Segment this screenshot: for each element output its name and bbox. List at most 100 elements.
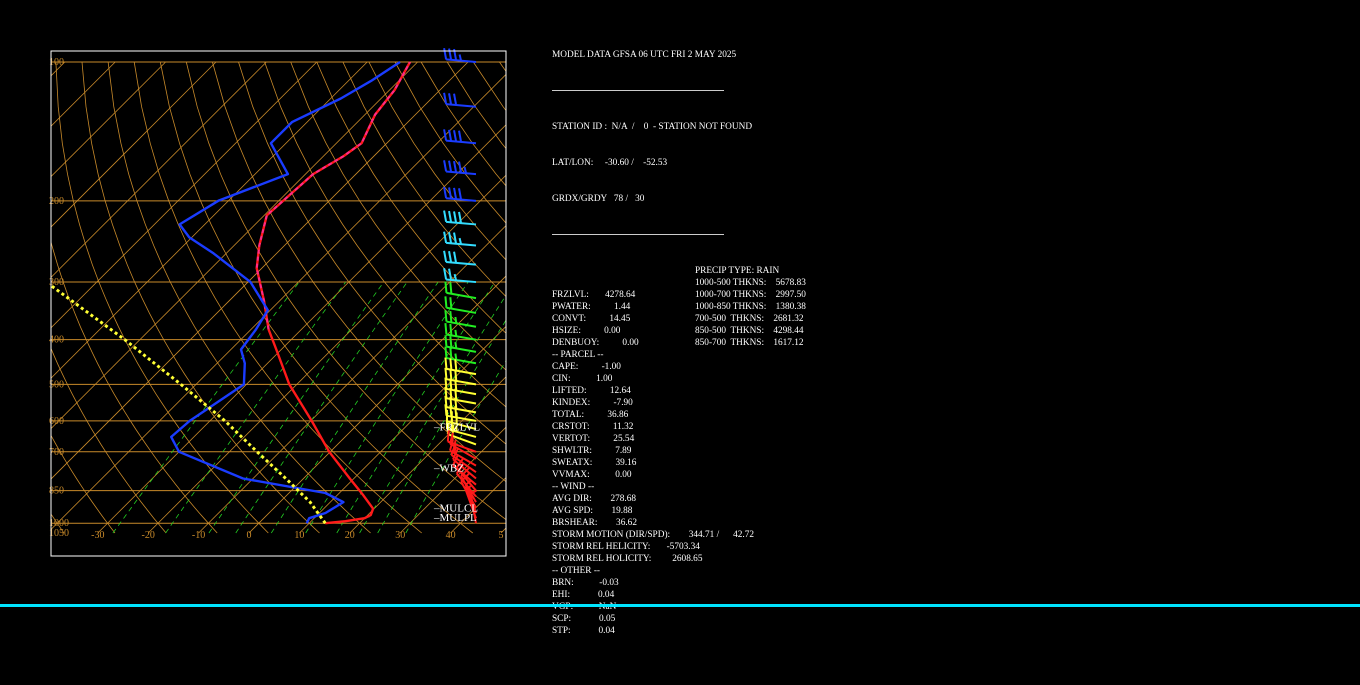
barb-flag [450,282,451,293]
isotherm-line [98,62,560,533]
index-row: AVG SPD: 19.88 [552,505,754,517]
station-id: STATION ID : N/A / 0 - STATION NOT FOUND [552,121,754,133]
mixing-ratio-line [271,282,438,533]
barb-flag [454,252,456,263]
thickness-row: 1000-850 THKNS: 1380.38 [695,301,806,313]
barb-flag [450,311,451,322]
sounding-trace-0 [257,62,410,523]
index-row: EHI: 0.04 [552,589,754,601]
barb-flag [449,49,451,60]
barb-flag [449,187,451,198]
index-row: LIFTED: 12.64 [552,385,754,397]
temperature-tick-label: 0 [247,530,252,541]
index-row: -- OTHER -- [552,565,754,577]
isotherm-line [0,62,115,533]
temperature-tick-label: 30 [395,530,405,541]
isotherm-line [0,62,266,533]
thickness-row: 850-700 THKNS: 1617.12 [695,337,806,349]
barb-flag [445,358,446,369]
barb-flag [454,188,456,199]
barb-flag [450,348,451,359]
barb-flag [444,251,446,262]
index-row: VVMAX: 0.00 [552,469,754,481]
index-row: CIN: 1.00 [552,373,754,385]
dry-adiabat-line [0,62,64,533]
temperature-tick-label: -20 [142,530,155,541]
barb-flag [445,335,446,346]
index-row: VERTOT: 25.54 [552,433,754,445]
barb-flag [450,297,451,308]
isotherm-line [0,62,14,533]
barb-flag [454,233,456,244]
index-row: -- WIND -- [552,481,754,493]
index-row: STORM REL HOLICITY: 2608.65 [552,553,754,565]
plot-frame [51,51,506,556]
mixing-ratio-line [166,282,346,533]
thickness-row: 1000-500 THKNS: 5678.83 [695,277,806,289]
sounding-info-panel: MODEL DATA GFSA 06 UTC FRI 2 MAY 2025 ST… [552,25,754,685]
barb-flag [445,323,446,334]
thickness-row: PRECIP TYPE: RAIN [695,265,806,277]
barb-flag [444,93,446,104]
barb-flag [454,94,456,105]
barb-flag [445,296,446,307]
dry-adiabat-line [499,62,560,533]
lat-lon: LAT/LON: -30.60 / -52.53 [552,157,754,169]
index-row: STP: 0.04 [552,625,754,637]
dry-adiabat-line [30,62,217,533]
isotherm-line [249,62,560,533]
barb-flag [444,232,446,243]
barb-half-flag [455,342,456,348]
temperature-tick-label: 5 [499,530,504,541]
level-annotation: –MULPL [433,512,477,524]
barb-flag [459,188,461,199]
wind-barb [444,211,476,225]
barb-flag [449,232,451,243]
index-row: SWEATX: 39.16 [552,457,754,469]
divider [552,85,754,97]
grid-xy: GRDX/GRDY 78 / 30 [552,193,754,205]
index-row: SCP: 0.05 [552,613,754,625]
index-row: VGP: NaN [552,601,754,613]
dry-adiabat-line [447,62,560,533]
dry-adiabat-line [212,62,560,533]
thickness-row: 1000-700 THKNS: 2997.50 [695,289,806,301]
isotherm-line [0,62,166,533]
barb-flag [455,359,456,370]
barb-flag [459,131,461,142]
skewt-diagram: 10020030040050060070085010001050-30-20-1… [0,0,560,607]
barb-flag [454,211,456,222]
index-row: TOTAL: 36.86 [552,409,754,421]
wind-barb [444,251,476,265]
index-row: STORM MOTION (DIR/SPD): 344.71 / 42.72 [552,529,754,541]
mixing-ratio-line [209,282,384,533]
index-row: CAPE: -1.00 [552,361,754,373]
barb-flag [449,211,451,222]
index-row: BRN: -0.03 [552,577,754,589]
pressure-label: 1050 [49,528,69,539]
wind-barb [444,187,476,201]
barb-flag [445,347,446,358]
wind-barb [444,268,476,282]
isotherm-line [0,62,216,533]
level-annotation: –WBZ [433,462,464,474]
model-title: MODEL DATA GFSA 06 UTC FRI 2 MAY 2025 [552,49,754,61]
barb-flag [449,130,451,141]
wind-barb [445,404,476,421]
divider [552,229,754,241]
barb-flag [450,336,451,347]
sounding-trace-2 [171,62,400,523]
index-row: -- PARCEL -- [552,349,754,361]
barb-flag [445,310,446,321]
barb-flag [455,370,456,381]
temperature-tick-label: 20 [345,530,355,541]
isotherm-line [0,62,418,533]
barb-flag [444,160,446,171]
barb-flag [450,324,451,335]
temperature-tick-label: -10 [192,530,205,541]
barb-half-flag [455,317,456,323]
wind-barb [444,160,476,174]
index-row: BRSHEAR: 36.62 [552,517,754,529]
level-annotation: –FRZLVL [433,421,480,433]
dry-adiabat-line [56,62,268,533]
